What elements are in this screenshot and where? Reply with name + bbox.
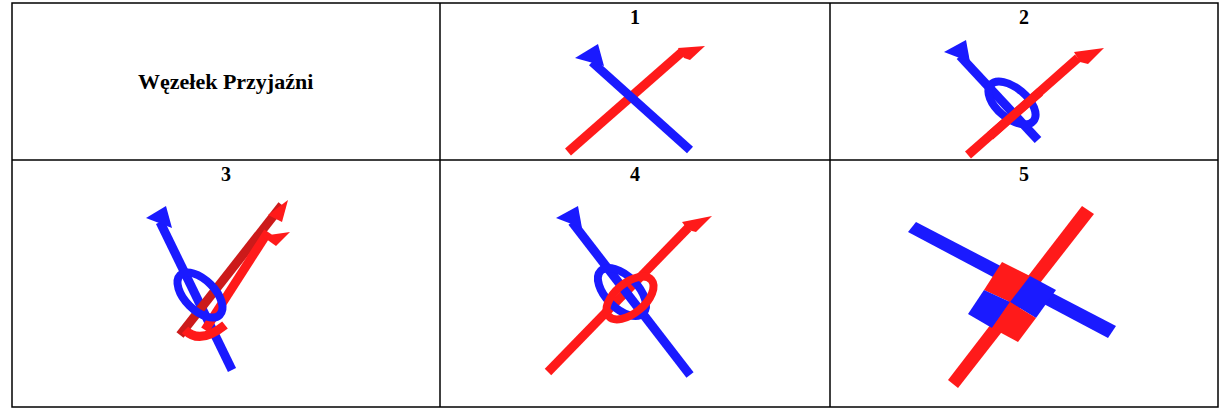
step-number: 4	[630, 163, 640, 186]
step-number: 2	[1019, 6, 1029, 29]
table-heading: Węzełek Przyjaźni	[138, 69, 313, 94]
step-number: 5	[1019, 163, 1029, 186]
table-grid	[12, 3, 1218, 407]
step-number: 1	[630, 6, 640, 29]
step-number: 3	[221, 163, 231, 186]
ribbon-step-2	[944, 40, 1104, 155]
ribbon-step-1	[568, 44, 705, 152]
ribbon-step-5	[908, 206, 1116, 388]
ribbon-step-4	[548, 206, 712, 375]
ribbon-step-3	[146, 200, 290, 370]
